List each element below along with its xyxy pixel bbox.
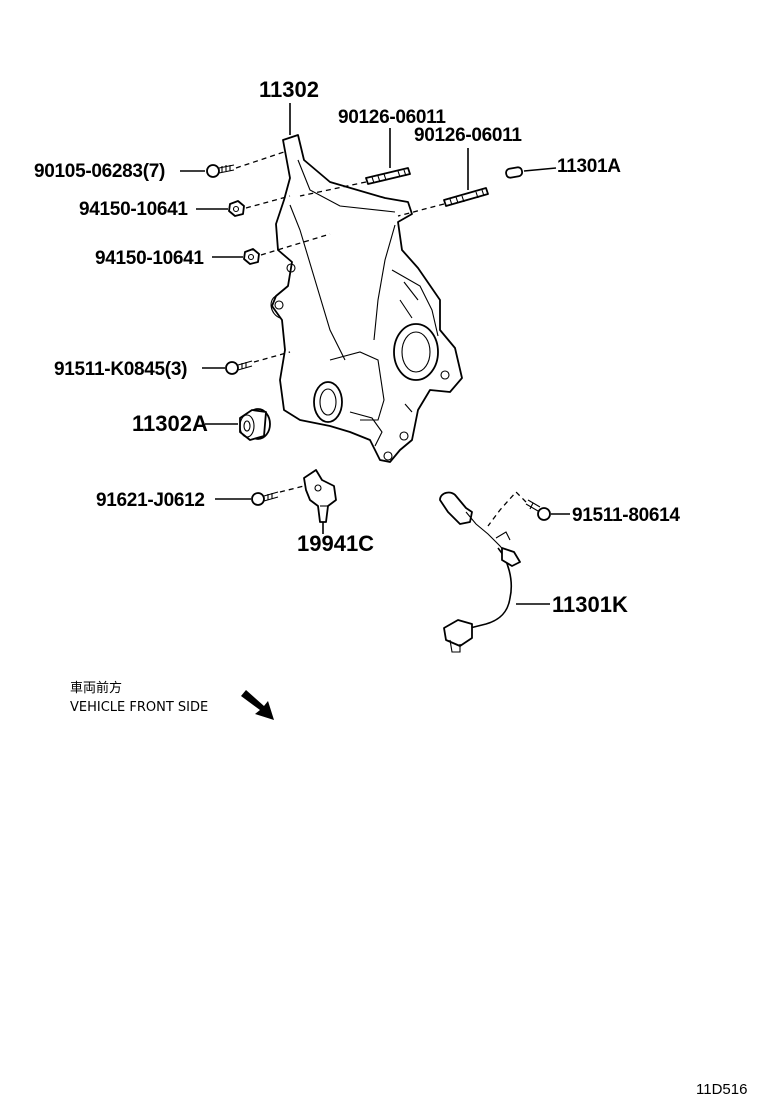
stud-90126-b[interactable]	[443, 187, 489, 207]
label-90126-06011-a: 90126-06011	[338, 107, 446, 128]
bracket-19941c[interactable]	[303, 469, 337, 523]
nut-94150-upper[interactable]	[228, 200, 245, 217]
label-90126-06011-b: 90126-06011	[414, 125, 522, 146]
label-94150-10641-b: 94150-10641	[95, 248, 204, 269]
vehicle-front-note-en: VEHICLE FRONT SIDE	[70, 700, 208, 715]
label-11302a: 11302A	[132, 411, 208, 436]
nut-94150-lower[interactable]	[243, 248, 260, 265]
bolt-91511-80614[interactable]	[525, 499, 551, 521]
diagram-code: 11D516	[696, 1081, 747, 1098]
label-91621-j0612: 91621-J0612	[96, 490, 205, 511]
label-90105-06283: 90105-06283(7)	[34, 161, 165, 182]
label-11301a: 11301A	[557, 156, 621, 177]
label-94150-10641-a: 94150-10641	[79, 199, 188, 220]
bolt-91511-k0845[interactable]	[225, 360, 253, 375]
bolt-91621[interactable]	[251, 491, 279, 506]
oil-seal[interactable]	[239, 408, 271, 441]
crank-position-sensor[interactable]	[439, 491, 521, 653]
bolt-90105[interactable]	[206, 164, 235, 178]
stud-90126-a[interactable]	[365, 167, 411, 185]
label-91511-k0845: 91511-K0845(3)	[54, 359, 187, 380]
label-19941c: 19941C	[297, 531, 374, 556]
label-11301k: 11301K	[552, 592, 628, 617]
direction-arrow-icon	[241, 690, 274, 720]
timing-chain-cover[interactable]	[270, 134, 463, 463]
vehicle-front-note-jp: 車両前方	[70, 680, 122, 696]
label-11302: 11302	[259, 77, 319, 102]
pin-11301a[interactable]	[505, 166, 524, 179]
label-91511-80614: 91511-80614	[572, 505, 680, 526]
leader-lines	[180, 103, 570, 605]
